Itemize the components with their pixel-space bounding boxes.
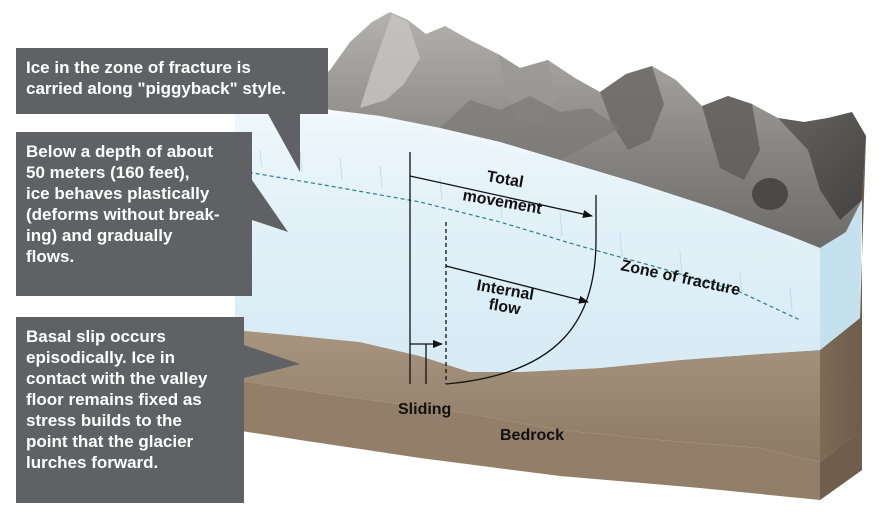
callout-plastic-line: Below a depth of about bbox=[26, 142, 213, 161]
callout-plastic-line: 50 meters (160 feet), bbox=[26, 163, 190, 182]
total-movement-label-line1: Total bbox=[485, 168, 524, 191]
velocity-curve bbox=[445, 195, 597, 385]
bedrock-label: Bedrock bbox=[500, 427, 564, 444]
pointer-basal bbox=[244, 345, 300, 378]
callout-piggyback: Ice in the zone of fracture is carried a… bbox=[16, 48, 328, 114]
mountain-range bbox=[300, 12, 866, 250]
fracture-depth-line bbox=[234, 169, 801, 321]
callout-piggyback-line: Ice in the zone of fracture is bbox=[26, 58, 251, 77]
callout-plastic-flow: Below a depth of about 50 meters (160 fe… bbox=[16, 132, 252, 296]
callout-basal-line: Basal slip occurs bbox=[26, 327, 166, 346]
internal-flow-label-line2: flow bbox=[487, 296, 522, 318]
ice-block bbox=[234, 110, 862, 372]
callout-plastic-line: ice behaves plastically bbox=[26, 184, 210, 203]
callout-basal-line: lurches forward. bbox=[26, 453, 159, 472]
movement-profile bbox=[409, 152, 597, 385]
callout-plastic-line: (deforms without break- bbox=[26, 205, 220, 224]
callout-plastic-line: flows. bbox=[26, 247, 75, 266]
callout-plastic-line: ing) and gradually bbox=[26, 226, 173, 245]
total-movement-arrow bbox=[409, 175, 593, 218]
pointer-plastic bbox=[252, 180, 288, 232]
callout-basal-line: episodically. Ice in bbox=[26, 348, 175, 367]
sliding-label: Sliding bbox=[398, 401, 451, 418]
internal-flow-arrow bbox=[445, 265, 589, 304]
callout-pointers bbox=[244, 114, 300, 378]
callout-basal-line: floor remains fixed as bbox=[26, 390, 202, 409]
callout-piggyback-line: carried along "piggyback" style. bbox=[26, 79, 286, 98]
callout-basal-line: stress builds to the bbox=[26, 411, 182, 430]
callout-basal-line: point that the glacier bbox=[26, 432, 194, 451]
callout-basal-line: contact with the valley bbox=[26, 369, 208, 388]
callout-basal-slip: Basal slip occurs episodically. Ice in c… bbox=[16, 317, 244, 503]
pointer-piggyback bbox=[268, 114, 300, 172]
bedrock-block bbox=[235, 136, 866, 500]
